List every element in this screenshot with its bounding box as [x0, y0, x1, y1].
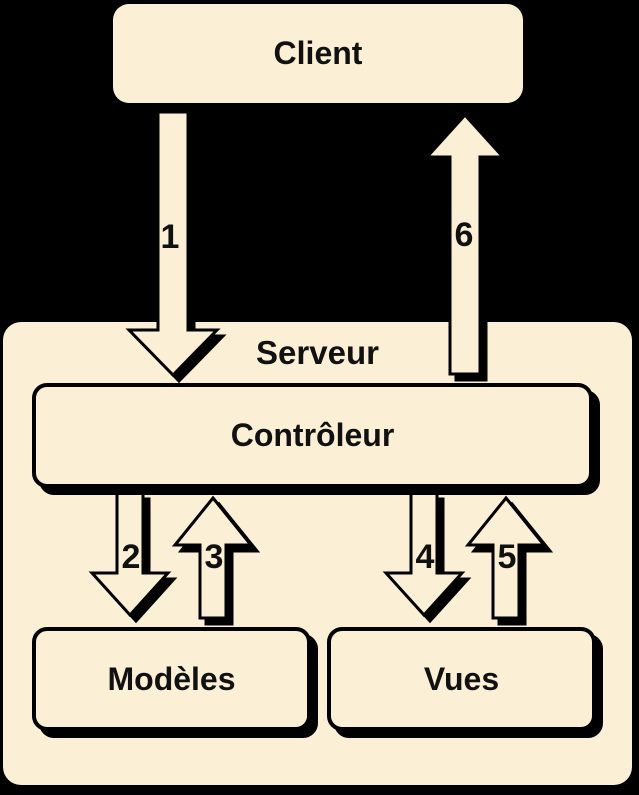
arrow-4-label: 4 — [415, 538, 435, 576]
arrow-2-label: 2 — [121, 538, 141, 576]
client-node-label: Client — [273, 35, 363, 71]
arrow-down-shape — [88, 491, 172, 618]
arrow-4-controleur-to-vues — [382, 491, 466, 618]
arrow-down-shape — [125, 110, 221, 378]
vues-node: Vues — [327, 627, 596, 731]
arrow-1-client-to-controleur — [125, 110, 221, 378]
controleur-node-label: Contrôleur — [230, 417, 395, 453]
vues-node-label: Vues — [423, 660, 500, 697]
modeles-node-label: Modèles — [107, 660, 236, 697]
arrow-up-shape — [171, 495, 255, 620]
arrow-6-label: 6 — [454, 216, 474, 254]
client-node: Client — [113, 4, 523, 103]
arrow-5-label: 5 — [497, 538, 517, 576]
arrow-up-shape — [423, 112, 507, 376]
modeles-node: Modèles — [32, 627, 311, 731]
arrow-1-label: 1 — [160, 218, 180, 256]
arrow-down-shape — [382, 491, 466, 618]
arrow-3-label: 3 — [204, 538, 224, 576]
arrow-up-shape — [464, 495, 548, 620]
arrow-3-modeles-to-controleur — [171, 495, 255, 620]
arrow-6-controleur-to-client — [423, 112, 507, 376]
serveur-label: Serveur — [256, 334, 379, 371]
arrow-5-vues-to-controleur — [464, 495, 548, 620]
arrow-2-controleur-to-modeles — [88, 491, 172, 618]
controleur-node: Contrôleur — [32, 383, 593, 488]
